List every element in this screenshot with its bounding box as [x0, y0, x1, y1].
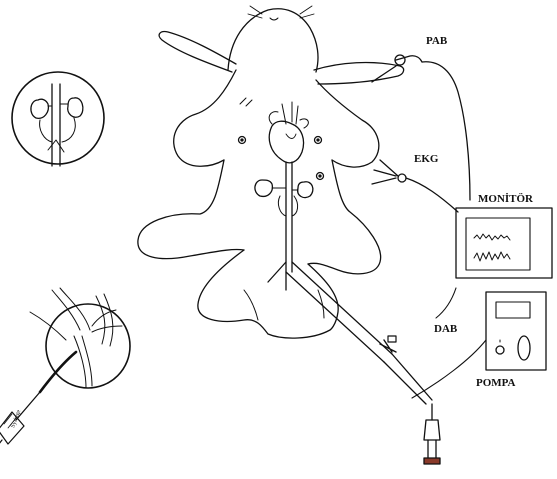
pab-label: PAB [426, 35, 448, 47]
dab-label: DAB [434, 323, 458, 335]
pompa-label: POMPA [476, 377, 516, 389]
magnified-kidneys-inset [12, 72, 104, 166]
heart-icon [269, 102, 308, 163]
rabbit-body [138, 6, 404, 338]
magnified-catheter-insertion-inset [0, 288, 130, 448]
kidneys-icon [255, 162, 313, 290]
ekg-label: EKG [414, 153, 439, 165]
pab-transducer-icon [372, 55, 470, 200]
monitor-icon [456, 208, 552, 278]
monitor-label: MONİTÖR [478, 192, 534, 205]
catheter-line [268, 262, 432, 404]
pump-syringe-icon [424, 404, 440, 464]
ekg-leads-icon [372, 160, 458, 212]
